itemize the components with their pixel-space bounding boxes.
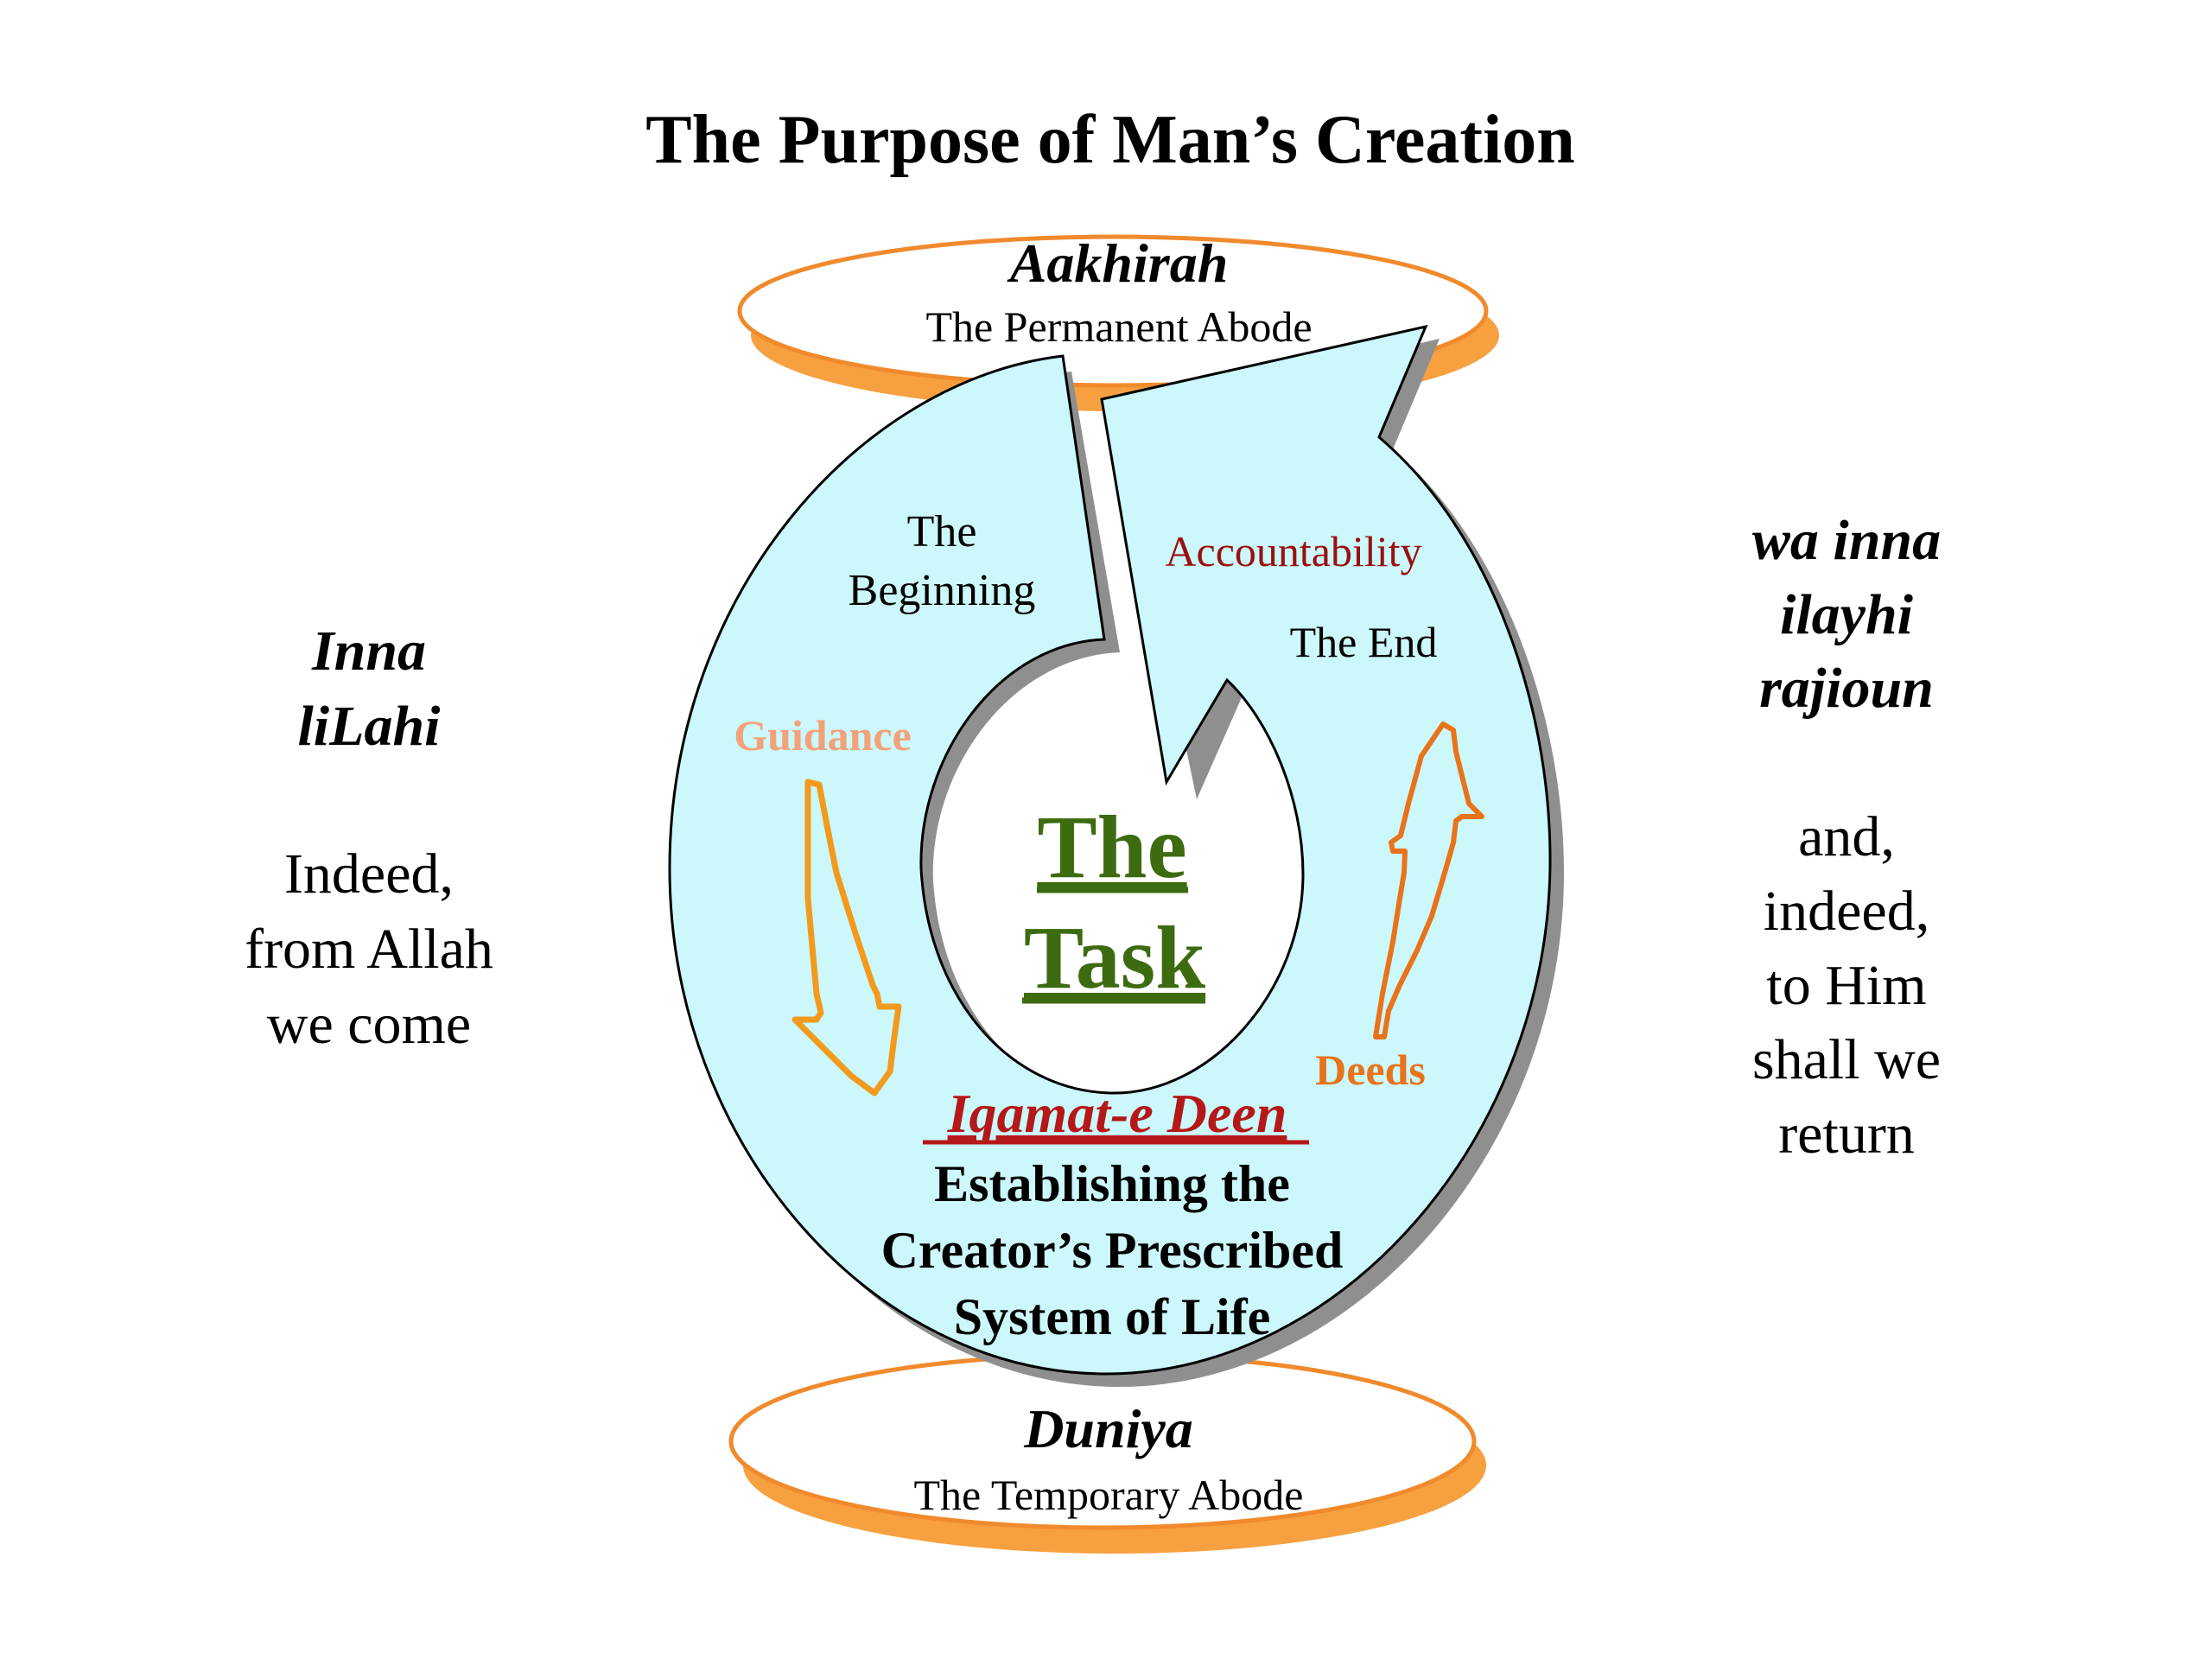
left-text-block: Inna liLahi Indeed, from Allah we come [245,620,493,1056]
guidance-arrow [791,779,902,1096]
the-beginning-label-line2: Beginning [849,566,1036,615]
deeds-arrow [1373,721,1484,1039]
accountability-label: Accountability [1165,527,1421,575]
the-beginning-label-line1: The [907,507,977,556]
inna-label: Inna [311,620,426,683]
return-label: return [1778,1103,1915,1166]
shall-we-label: shall we [1752,1028,1941,1091]
from-allah-label: from Allah [245,918,493,981]
the-end-label: The End [1290,618,1438,666]
deeds-label: Deeds [1315,1046,1426,1094]
iqamat-e-deen-label: Iqamat-e Deen [947,1083,1287,1144]
to-him-label: to Him [1766,954,1926,1017]
and-label: and, [1798,805,1895,868]
establishing-line2: Creator’s Prescribed [881,1222,1344,1279]
task-label-line1: The [1037,798,1186,897]
rajioun-label: rajioun [1759,657,1934,720]
duniya-label: Duniya [1023,1398,1193,1459]
indeed-right-label: indeed, [1764,880,1929,943]
aakhirah-label: Aakhirah [1007,232,1229,294]
duniya-ellipse [728,1352,1486,1554]
indeed-label: Indeed, [284,842,454,906]
lilahi-label: liLahi [297,695,441,758]
ilayhi-label: ilayhi [1780,583,1914,646]
we-come-label: we come [267,993,471,1056]
establishing-line1: Establishing the [934,1155,1290,1212]
temporary-abode-label: The Temporary Abode [913,1471,1303,1519]
wa-inna-label: wa inna [1752,509,1941,572]
aakhirah-ellipse-face [737,234,1489,388]
permanent-abode-label: The Permanent Abode [925,302,1312,351]
slide-title: The Purpose of Man’s Creation [645,102,1575,178]
task-label-line2: Task [1024,908,1205,1007]
cycle-arrow [668,324,1564,1387]
guidance-label: Guidance [734,711,912,760]
right-text-block: wa inna ilayhi rajioun and, indeed, to H… [1752,509,1941,1166]
establishing-line3: System of Life [954,1288,1271,1345]
cycle-arrow-body [668,324,1552,1376]
